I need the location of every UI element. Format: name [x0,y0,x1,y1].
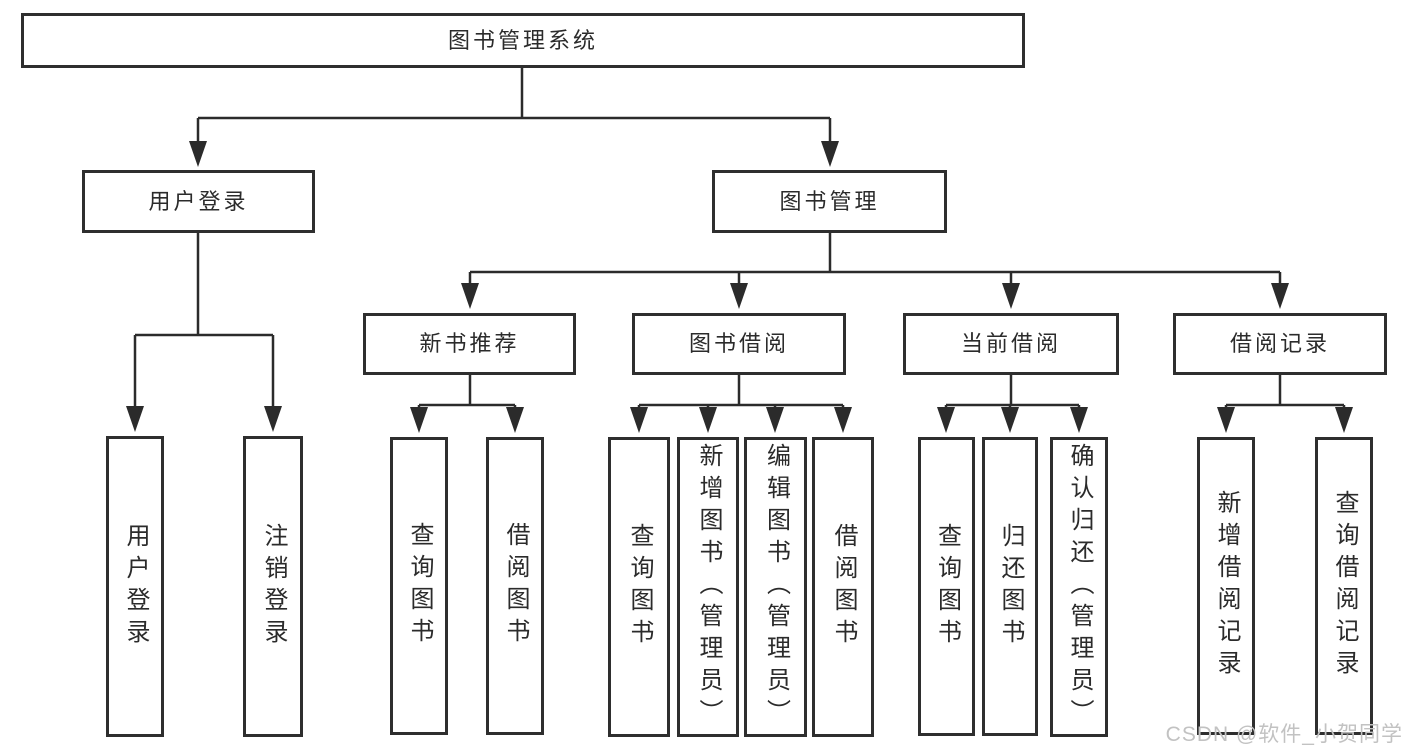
leaf-edit-books-admin: 编辑图书（管理员） [744,437,807,737]
leaf-confirm-return-admin: 确认归还（管理员） [1050,437,1108,737]
arrow-down-icon [1002,283,1020,309]
node-label: 编辑图书（管理员） [762,443,790,731]
leaf-query-books: 查询图书 [918,437,975,736]
arrow-down-icon [1070,407,1088,433]
arrow-down-icon [630,407,648,433]
node-label: 新增图书（管理员） [695,443,722,731]
connector-newbook-to-leaves [417,375,517,411]
node-label: 查询图书 [406,522,433,650]
node-borrowing-records: 借阅记录 [1173,313,1387,375]
node-label: 当前借阅 [960,331,1061,356]
csdn-watermark: CSDN @软件_小贺同学 [1165,723,1403,746]
node-label: 查询借阅记录 [1331,490,1358,682]
connector-borrow-to-leaves [637,375,845,411]
arrow-down-icon [264,406,282,432]
node-label: 图书借阅 [688,331,789,356]
arrowheads [126,141,1353,433]
leaf-logout: 注销登录 [243,436,303,737]
node-label: 确认归还（管理员） [1066,443,1093,731]
connector-login-to-leaves [133,233,275,410]
arrow-down-icon [126,406,144,432]
arrow-down-icon [1335,407,1353,433]
arrow-down-icon [506,407,524,433]
node-label: 借阅记录 [1229,331,1330,356]
arrow-down-icon [1001,407,1019,433]
node-label: 用户登录 [122,522,149,651]
node-current-borrowing: 当前借阅 [903,313,1119,375]
arrow-down-icon [699,407,717,433]
node-user-login: 用户登录 [82,170,315,233]
arrow-down-icon [730,283,748,309]
node-new-book-recommendation: 新书推荐 [363,313,576,375]
node-label: 新增借阅记录 [1213,490,1240,682]
connector-records-to-leaves [1224,375,1346,411]
arrow-down-icon [821,141,839,167]
node-label: 图书管理系统 [447,27,598,53]
node-library-management-system: 图书管理系统 [21,13,1025,68]
node-label: 查询图书 [933,522,961,651]
arrow-down-icon [834,407,852,433]
connector-root-to-level2 [196,68,832,146]
arrow-down-icon [937,407,955,433]
leaf-return-books: 归还图书 [982,437,1038,736]
node-label: 借阅图书 [830,523,857,651]
node-label: 查询图书 [626,523,653,651]
arrow-down-icon [461,283,479,309]
leaf-borrow-books: 借阅图书 [486,437,544,735]
leaf-add-books-admin: 新增图书（管理员） [677,437,739,737]
leaf-query-books: 查询图书 [390,437,448,735]
node-label: 用户登录 [148,188,249,214]
leaf-user-login: 用户登录 [106,436,164,737]
node-label: 注销登录 [260,522,287,651]
arrow-down-icon [1271,283,1289,309]
leaf-query-books: 查询图书 [608,437,670,737]
leaf-query-borrow-record: 查询借阅记录 [1315,437,1373,735]
connector-mgmt-to-level3 [468,233,1282,288]
arrow-down-icon [1217,407,1235,433]
node-book-management: 图书管理 [712,170,947,233]
node-label: 新书推荐 [419,331,520,356]
arrow-down-icon [410,407,428,433]
node-label: 借阅图书 [502,522,529,650]
node-label: 图书管理 [779,188,880,214]
connector-current-to-leaves [944,375,1081,411]
leaf-borrow-books: 借阅图书 [812,437,874,737]
node-label: 归还图书 [997,522,1024,651]
arrow-down-icon [766,407,784,433]
node-book-borrowing: 图书借阅 [632,313,846,375]
arrow-down-icon [189,141,207,167]
leaf-add-borrow-record: 新增借阅记录 [1197,437,1255,735]
